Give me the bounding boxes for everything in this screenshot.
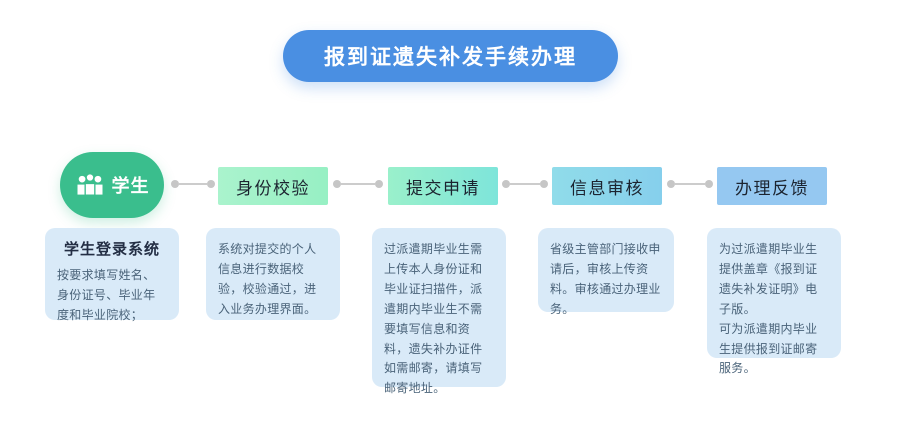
page-title: 报到证遗失补发手续办理: [283, 30, 618, 82]
flow-node-student-label: 学生: [111, 176, 150, 196]
flow-node-identity-check: 身份校验: [218, 167, 328, 205]
page-title-label: 报到证遗失补发手续办理: [324, 46, 577, 69]
connector-dot: [705, 180, 713, 188]
desc-card-body: 为过派遣期毕业生提供盖章《报到证遗失补发证明》电子版。 可为派遣期内毕业生提供报…: [719, 242, 818, 376]
connector-dot: [540, 180, 548, 188]
connector-dot: [375, 180, 383, 188]
flow-node-identity-check-label: 身份校验: [236, 178, 310, 198]
connector: [667, 180, 713, 188]
connector-dot: [171, 180, 179, 188]
desc-card-submit-application: 过派遣期毕业生需上传本人身份证和毕业证扫描件，派遣期内毕业生不需要填写信息和资料…: [372, 228, 506, 395]
flow-node-feedback: 办理反馈: [717, 167, 827, 205]
connector-line: [341, 183, 375, 185]
desc-card-feedback: 为过派遣期毕业生提供盖章《报到证遗失补发证明》电子版。 可为派遣期内毕业生提供报…: [707, 228, 841, 375]
desc-card-body: 系统对提交的个人信息进行数据校验，校验通过，进入业务办理界面。: [218, 242, 317, 316]
connector-dot: [207, 180, 215, 188]
flow-node-feedback-label: 办理反馈: [735, 178, 809, 198]
desc-card-title: 学生登录系统: [63, 241, 160, 258]
desc-card-identity-check: 系统对提交的个人信息进行数据校验，校验通过，进入业务办理界面。: [206, 228, 340, 320]
connector-dot: [333, 180, 341, 188]
desc-card-student-login: 学生登录系统 按要求填写姓名、身份证号、毕业年度和毕业院校；: [45, 228, 179, 322]
flow-node-student: 学生: [60, 152, 164, 218]
flow-node-submit-application: 提交申请: [388, 167, 498, 205]
connector: [502, 180, 548, 188]
flow-node-info-review-label: 信息审核: [570, 178, 644, 198]
flow-node-submit-application-label: 提交申请: [406, 178, 480, 198]
connector-dot: [502, 180, 510, 188]
desc-card-info-review: 省级主管部门接收申请后，审核上传资料。审核通过办理业务。: [538, 228, 674, 316]
connector-line: [675, 183, 705, 185]
desc-card-body: 按要求填写姓名、身份证号、毕业年度和毕业院校；: [57, 267, 156, 322]
desc-card-body: 过派遣期毕业生需上传本人身份证和毕业证扫描件，派遣期内毕业生不需要填写信息和资料…: [384, 242, 483, 396]
connector-line: [510, 183, 540, 185]
people-group-icon: [75, 172, 105, 198]
connector-dot: [667, 180, 675, 188]
connector: [171, 180, 215, 188]
desc-card-body: 省级主管部门接收申请后，审核上传资料。审核通过办理业务。: [550, 242, 661, 316]
connector: [333, 180, 383, 188]
connector-line: [179, 183, 207, 185]
flow-node-info-review: 信息审核: [552, 167, 662, 205]
